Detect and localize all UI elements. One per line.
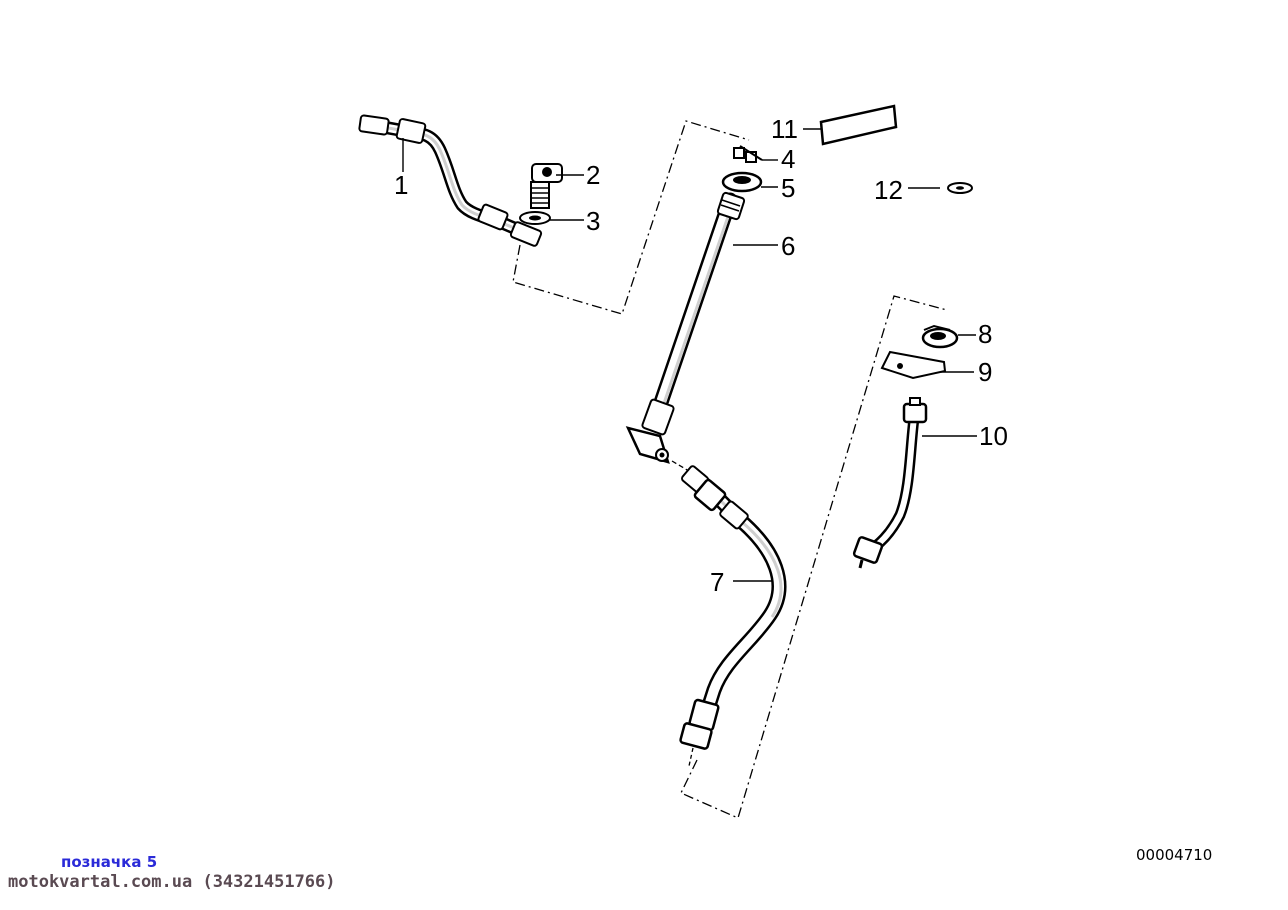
leader-lines [402, 128, 977, 582]
group-frame-upper [512, 120, 750, 315]
callout-6: 6 [781, 231, 795, 261]
site-text: motokvartal.com.ua (34321451766) [8, 872, 336, 892]
callout-4: 4 [781, 144, 795, 174]
brake-line-part-1 [358, 114, 543, 247]
callout-8: 8 [978, 319, 992, 349]
banjo-bolt-part-2 [530, 163, 563, 209]
callout-7: 7 [710, 567, 724, 597]
bracket-part-9 [880, 350, 947, 380]
callout-5: 5 [781, 173, 795, 203]
clip-part-4 [733, 145, 763, 163]
group-frame-right [680, 295, 948, 819]
brake-pipe-part-10 [852, 397, 928, 569]
callouts: 1 2 3 4 5 6 7 8 9 10 11 12 [394, 114, 1008, 597]
brake-hose-part-6 [625, 191, 746, 475]
callout-11: 11 [771, 114, 798, 144]
grommet-part-8 [921, 324, 959, 349]
grommet-part-5 [721, 171, 763, 193]
callout-9: 9 [978, 357, 992, 387]
callout-12: 12 [874, 175, 903, 205]
diagram-number: 00004710 [1136, 846, 1213, 864]
washer-part-12 [947, 182, 973, 194]
brake-hose-part-7 [679, 465, 787, 767]
callout-3: 3 [586, 206, 600, 236]
strip-part-11 [819, 104, 898, 146]
label-text: позначка 5 [61, 853, 158, 871]
callout-1: 1 [394, 170, 408, 200]
callout-2: 2 [586, 160, 600, 190]
callout-10: 10 [979, 421, 1008, 451]
washer-part-3 [519, 211, 551, 225]
